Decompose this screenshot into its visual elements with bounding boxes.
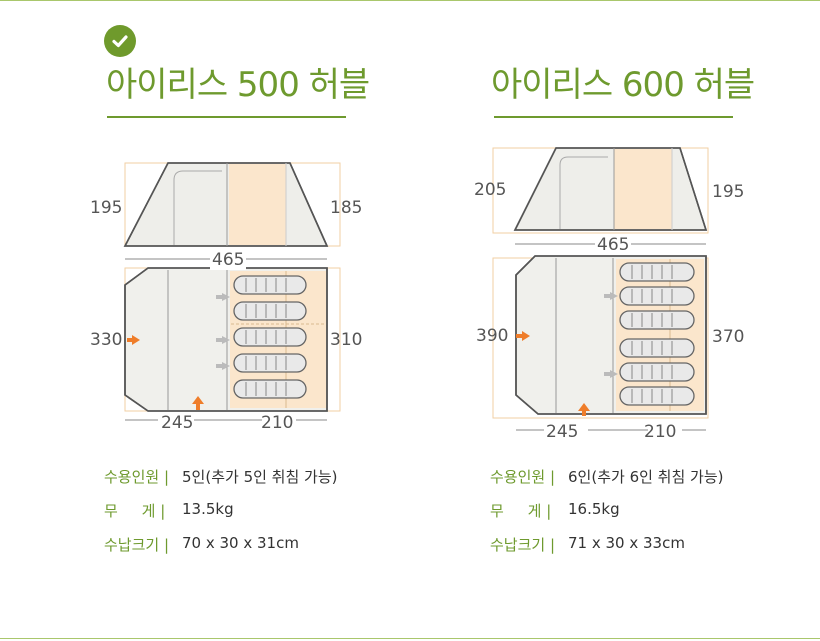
tent-side-view	[123, 162, 341, 247]
spec-value: 71 x 30 x 33cm	[568, 534, 685, 552]
sleeping-bag-icon	[619, 262, 695, 282]
sleeping-bag-icon	[233, 301, 307, 321]
spec-value: 13.5kg	[182, 500, 234, 518]
sleeping-bag-icon	[233, 327, 307, 347]
sleeping-bag-icon	[233, 379, 307, 399]
spec-label: 수납크기 |	[104, 536, 170, 554]
top-divider	[0, 0, 820, 1]
orange-arrow-icon	[192, 396, 204, 410]
tent-diagram	[123, 162, 341, 421]
title-underline	[494, 116, 733, 118]
orange-arrow-icon	[516, 331, 530, 341]
back-height-label: 195	[712, 182, 745, 202]
spec-value: 70 x 30 x 31cm	[182, 534, 299, 552]
sleeping-bag-icon	[619, 362, 695, 382]
orange-arrow-icon	[127, 335, 140, 345]
sleeping-bag-icon	[619, 310, 695, 330]
orange-arrow-icon	[578, 403, 590, 416]
check-circle-icon	[104, 25, 136, 57]
spec-label: 무 게 |	[104, 502, 166, 520]
front-width-label: 330	[90, 330, 123, 350]
tent-diagram	[492, 147, 709, 431]
tent-side-view	[492, 147, 709, 234]
back-width-label: 370	[712, 327, 745, 347]
spec-label: 수용인원 |	[490, 468, 556, 486]
spec-label: 무 게 |	[490, 502, 552, 520]
title-underline	[107, 116, 346, 118]
sleeping-bag-icon	[233, 275, 307, 295]
sleeping-bags	[233, 275, 307, 399]
sleeping-bag-icon	[233, 353, 307, 373]
spec-value: 5인(추가 5인 취침 가능)	[182, 468, 338, 486]
vestibule-label: 245	[546, 422, 579, 442]
bedroom-label: 210	[261, 413, 294, 433]
sleeping-bag-icon	[619, 386, 695, 406]
product-title: 아이리스 600 허블	[491, 65, 755, 105]
spec-value: 6인(추가 6인 취침 가능)	[568, 468, 724, 486]
front-height-label: 195	[90, 198, 123, 218]
tent-floor-plan	[124, 267, 341, 412]
sleeping-bags	[619, 262, 695, 406]
vestibule-label: 245	[161, 413, 194, 433]
front-width-label: 390	[476, 326, 509, 346]
spec-value: 16.5kg	[568, 500, 620, 518]
product-title: 아이리스 500 허블	[106, 65, 370, 105]
back-height-label: 185	[330, 198, 363, 218]
length-label: 465	[210, 250, 247, 270]
sleeping-bag-icon	[619, 286, 695, 306]
sleeping-bag-icon	[619, 338, 695, 358]
product-card-500: 아이리스 500 허블	[90, 25, 370, 554]
back-width-label: 310	[330, 330, 363, 350]
length-label: 465	[595, 235, 632, 255]
door-markers	[604, 292, 618, 378]
spec-label: 수용인원 |	[104, 468, 170, 486]
bottom-divider	[0, 638, 820, 639]
front-height-label: 205	[474, 180, 507, 200]
product-card-600: 아이리스 600 허블	[410, 0, 820, 641]
spec-label: 수납크기 |	[490, 536, 556, 554]
door-markers	[216, 293, 230, 370]
bedroom-label: 210	[644, 422, 677, 442]
